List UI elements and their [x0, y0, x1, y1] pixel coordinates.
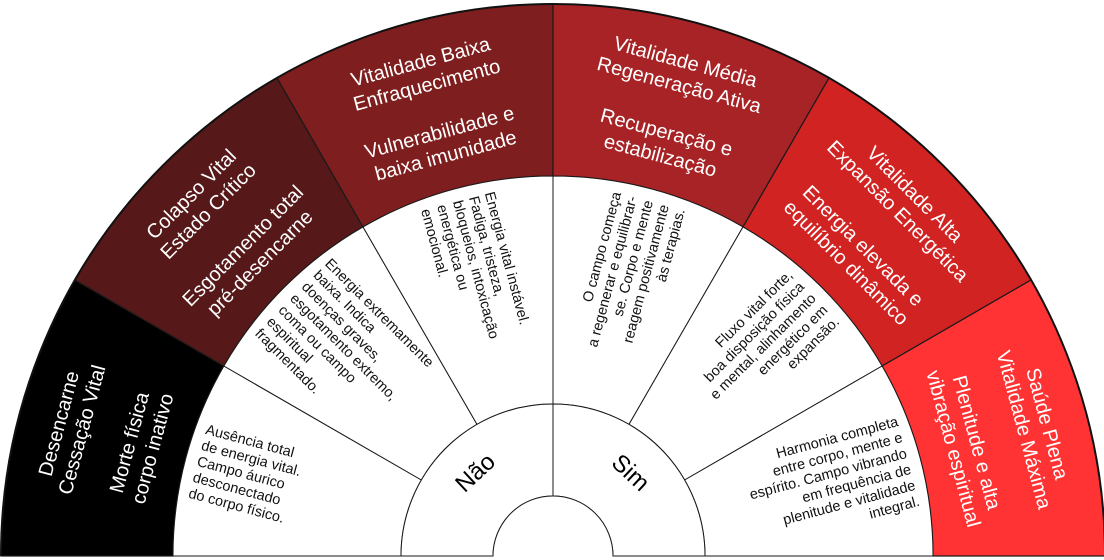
outer-border: [0, 3, 1104, 557]
center-hub: [492, 495, 614, 557]
description-text-group: Fluxo vital forte,boa disposição físicae…: [701, 268, 842, 404]
